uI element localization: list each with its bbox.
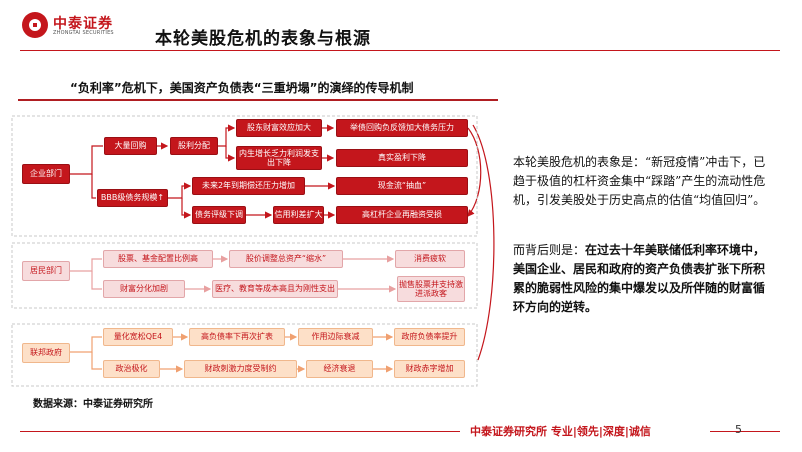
node-wealth-gap: 财富分化加剧	[103, 280, 185, 298]
node-dividend: 股利分配	[170, 137, 218, 155]
footer-divider-left	[20, 431, 460, 432]
analysis-paragraph-2: 而背后则是：在过去十年美联储低利率环境中，美国企业、居民和政府的资产负债表扩张下…	[513, 241, 775, 317]
node-refinance: 未来2年到期偿还压力增加	[192, 177, 305, 195]
node-rigid-cost: 医疗、教育等成本高且为刚性支出	[212, 280, 338, 298]
page-number: 5	[735, 423, 742, 436]
node-cash-flow: 现金流“抽血”	[336, 177, 468, 195]
node-gov-pressure: 政府负债率提升	[394, 328, 465, 346]
node-wealth-effect: 股东财富效应加大	[236, 119, 322, 137]
diagram-subtitle: “负利率”危机下，美国资产负债表“三重坍塌”的演绎的传导机制	[70, 81, 414, 95]
node-effect-decay: 作用边际衰减	[298, 328, 373, 346]
node-spread: 信用利差扩大	[273, 206, 324, 224]
footer-slogan: 中泰证券研究所 专业|领先|深度|诚信	[470, 425, 651, 438]
node-economy: 经济衰退	[306, 360, 373, 378]
node-real-profit: 真实盈利下降	[336, 149, 468, 167]
page-title: 本轮美股危机的表象与根源	[155, 29, 371, 49]
node-buyback-leverage: 举债回购负反馈加大债务压力	[336, 119, 468, 137]
node-deficit: 财政赤字增加	[394, 360, 465, 378]
category-enterprise: 企业部门	[22, 164, 70, 184]
category-government: 联邦政府	[22, 343, 70, 363]
company-logo-icon	[22, 12, 48, 38]
node-fiscal-gap: 高负债率下再次扩表	[189, 328, 285, 346]
node-qe4: 量化宽松QE4	[103, 328, 173, 346]
node-fiscal-limit: 财政刺激力度受制约	[184, 360, 297, 378]
node-stock-shrink: 股价调整总资产“缩水”	[229, 250, 343, 268]
subtitle-divider	[18, 99, 498, 101]
data-source: 数据来源：中泰证券研究所	[33, 399, 153, 410]
node-high-leverage: 高杠杆企业再融资受损	[336, 206, 468, 224]
footer-divider-right	[710, 431, 780, 432]
node-policy: 抛售股票并支持激进派政客	[397, 276, 465, 302]
node-bbb-debt: BBB级债务规模↑	[97, 189, 168, 207]
analysis-lead: 而背后则是：	[513, 243, 586, 257]
node-buyback: 大量回购	[104, 137, 157, 155]
brand-name: 中泰证券	[53, 16, 113, 32]
title-divider	[20, 50, 780, 51]
node-stock-alloc: 股票、基金配置比例高	[103, 250, 213, 268]
analysis-paragraph-1: 本轮美股危机的表象是：“新冠疫情”冲击下，已趋于极值的杠杆资金集中“踩踏”产生的…	[513, 155, 766, 207]
category-household: 居民部门	[22, 261, 70, 281]
brand-name-en: ZHONGTAI SECURITIES	[53, 30, 114, 36]
node-growth-stall: 内生增长乏力利润发支出下降	[236, 146, 322, 170]
node-consume-down: 消费疲软	[395, 250, 465, 268]
node-rating-down: 债务评级下调	[192, 206, 246, 224]
node-politics: 政治极化	[103, 360, 160, 378]
analysis-body: 在过去十年美联储低利率环境中，美国企业、居民和政府的资产负债表扩张下所积累的脆弱…	[513, 243, 766, 314]
